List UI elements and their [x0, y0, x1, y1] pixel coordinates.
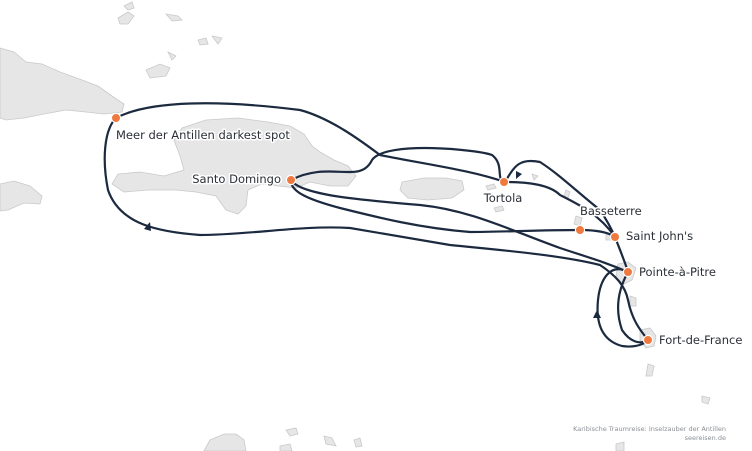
port-label: Saint John's [626, 229, 693, 243]
land-islet-16 [285, 427, 299, 437]
port-marker-basseterre[interactable] [574, 224, 586, 236]
land-islet-17 [323, 435, 337, 447]
labels-layer: Meer der Antillen darkest spot Santo Dom… [115, 127, 744, 349]
attribution-source[interactable]: seereisen.de [684, 433, 726, 442]
land-puerto-rico [399, 177, 465, 201]
land-islet-4 [197, 37, 209, 46]
port-marker-fort-de-france[interactable] [642, 334, 654, 346]
land-islet-8 [485, 183, 497, 191]
stops-layer [110, 112, 654, 346]
land-layer [0, 1, 711, 451]
route-arrow-2 [516, 171, 522, 179]
route-line-3 [596, 268, 650, 348]
land-st-lucia [645, 363, 655, 377]
port-label: Meer der Antillen darkest spot [116, 128, 290, 142]
land-islet-7 [167, 51, 177, 61]
land-islet-6 [145, 63, 171, 79]
route-line-2 [289, 178, 630, 274]
port-label: Fort-de-France [659, 333, 742, 347]
land-islet-14 [629, 295, 637, 307]
land-islet-5 [211, 35, 223, 45]
port-marker-pointe-a-pitre[interactable] [622, 266, 634, 278]
land-islet-9 [493, 205, 505, 213]
land-islet-19 [279, 443, 293, 451]
land-islet-10 [531, 173, 539, 181]
land-cuba-east [0, 47, 125, 121]
port-label: Basseterre [580, 204, 642, 218]
land-islet-3 [164, 13, 183, 22]
land-south-coast [203, 433, 247, 451]
land-islet-18 [353, 437, 363, 448]
port-label: Santo Domingo [192, 172, 281, 186]
port-label: Tortola [483, 191, 523, 205]
port-marker-meer[interactable] [110, 112, 122, 124]
land-islet-20 [615, 441, 625, 451]
port-label: Pointe-à-Pitre [639, 265, 716, 279]
attribution-title: Karibische Traumreise: Inselzauber der A… [573, 425, 726, 433]
land-hispaniola [111, 117, 357, 215]
route-arrow-1 [144, 222, 151, 231]
port-marker-saint-johns[interactable] [609, 231, 621, 243]
port-marker-santo-domingo[interactable] [285, 174, 297, 186]
port-marker-tortola[interactable] [498, 176, 510, 188]
land-islet-15 [701, 395, 711, 405]
land-jamaica [0, 180, 43, 212]
route-arrow-3 [593, 310, 601, 318]
map-attribution: Karibische Traumreise: Inselzauber der A… [573, 425, 726, 442]
land-islet-2 [123, 1, 135, 11]
land-islet-1 [117, 11, 135, 25]
